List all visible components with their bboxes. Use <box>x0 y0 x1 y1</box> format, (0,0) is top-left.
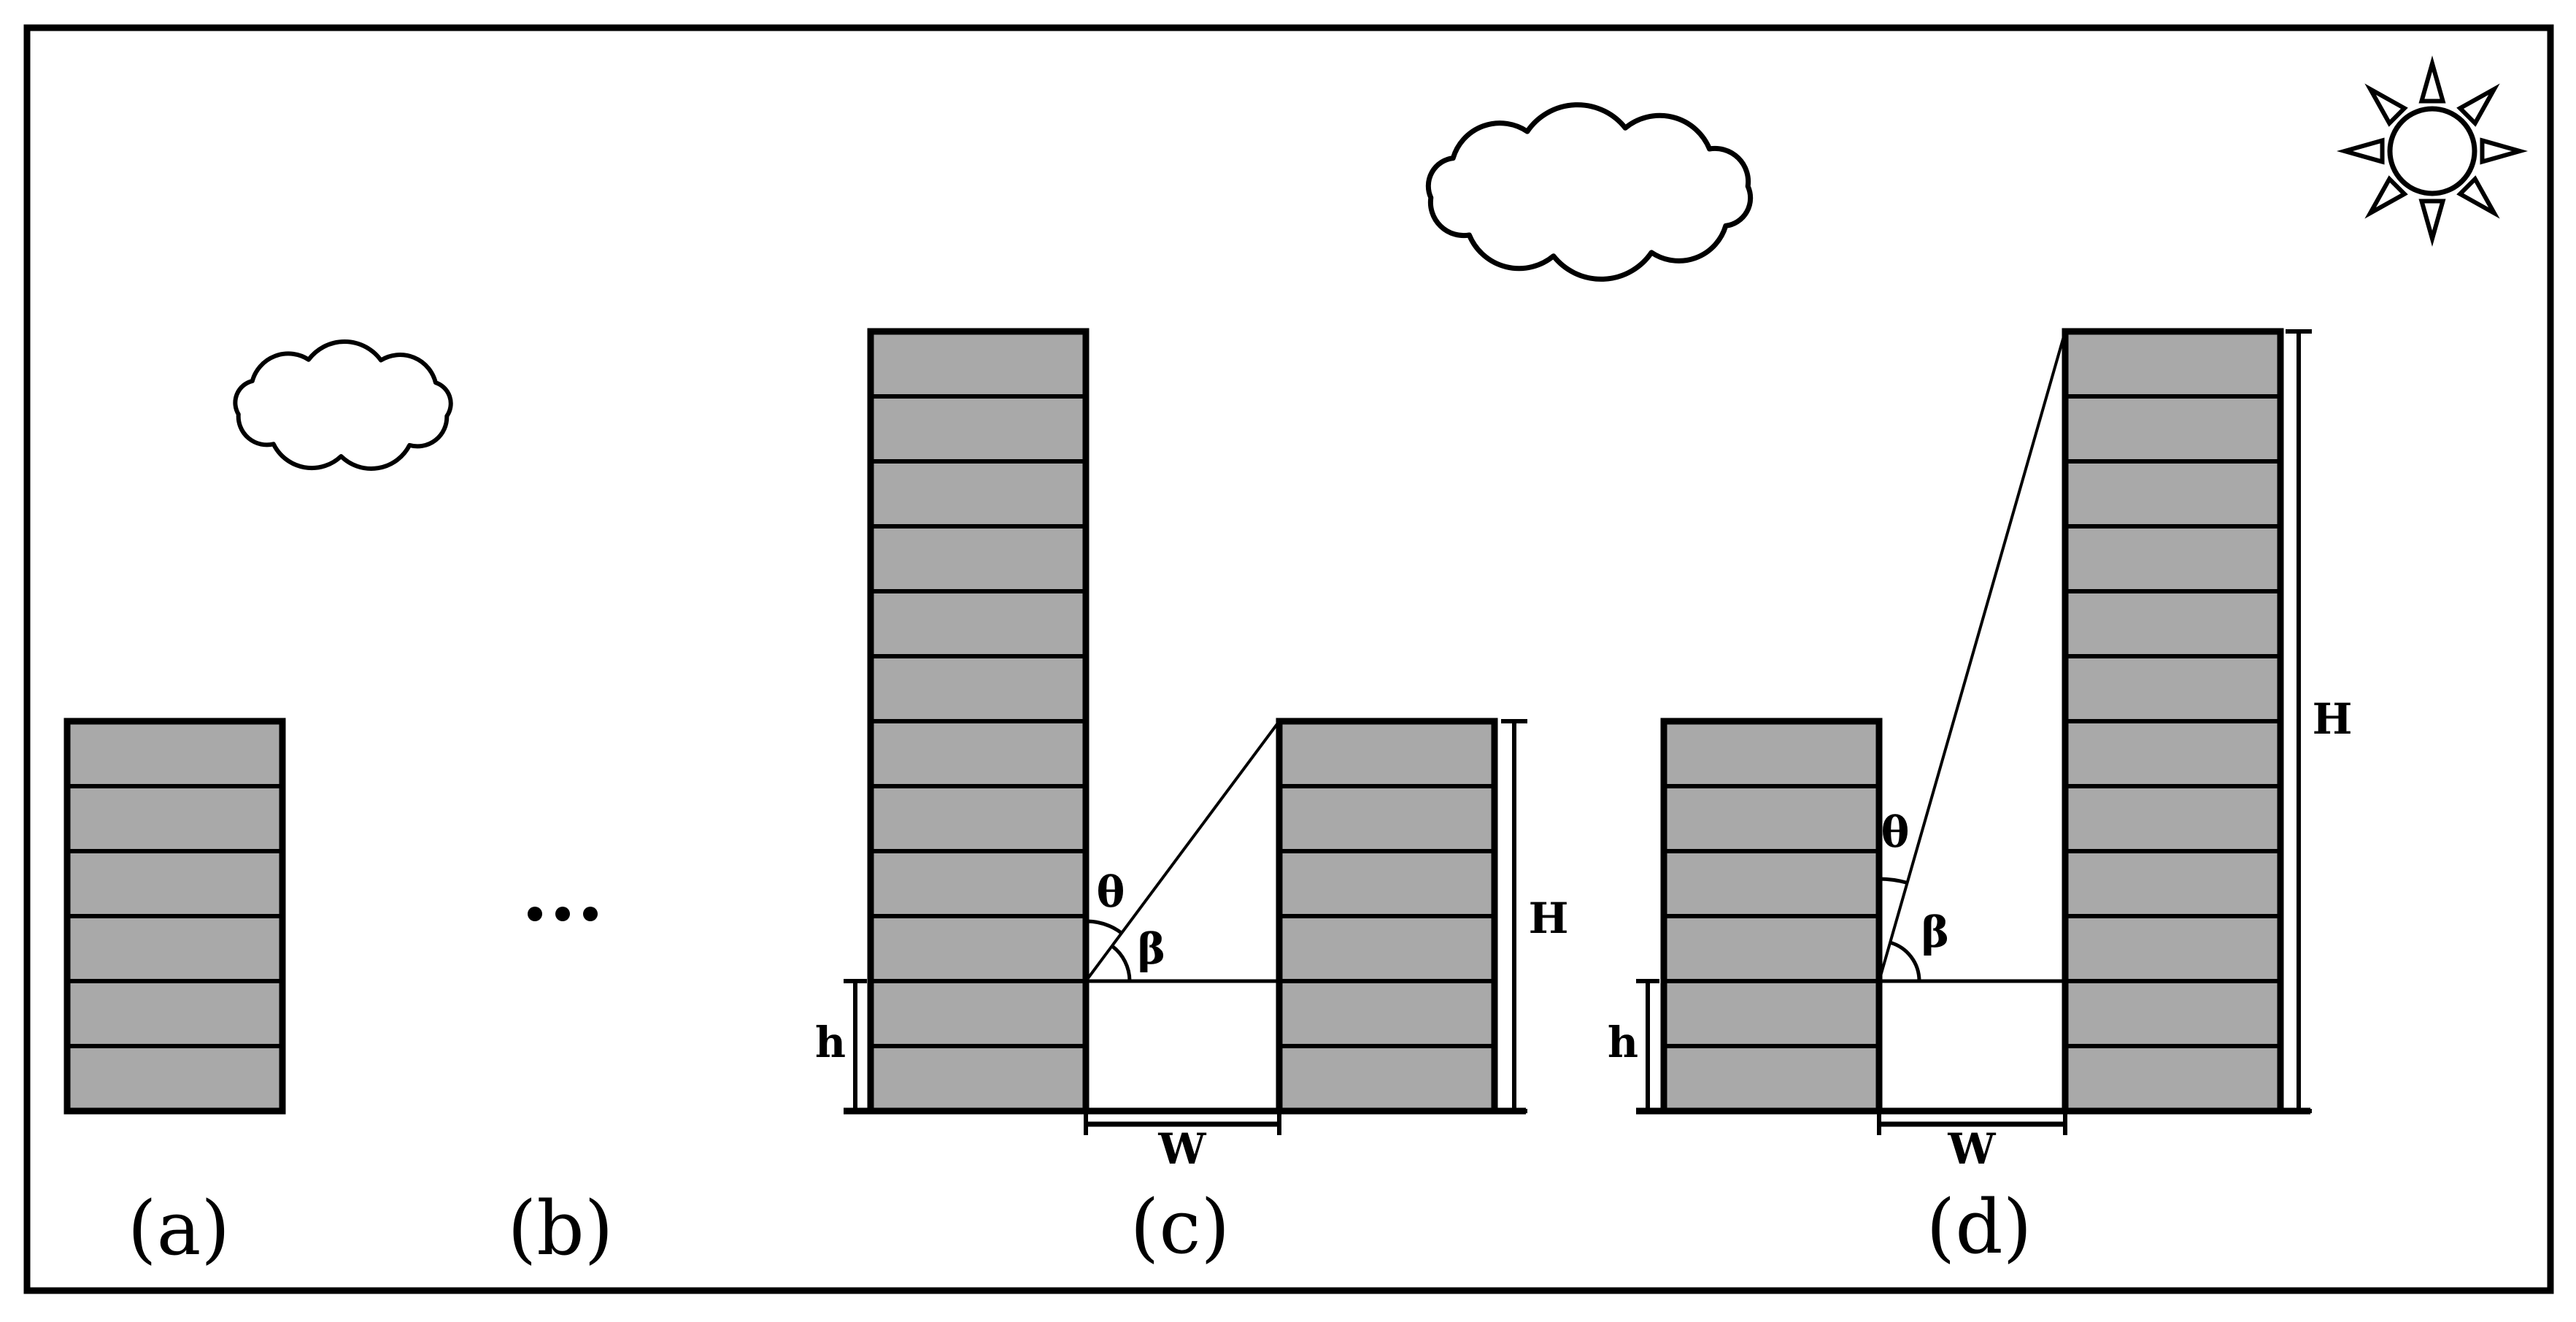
building-c-right <box>1276 718 1498 1115</box>
beta-label-c: β <box>1137 924 1166 974</box>
sun-ray <box>2480 137 2529 165</box>
theta-label-c: θ <box>1096 867 1125 917</box>
ellipsis-dots <box>528 907 598 921</box>
beta-label-d: β <box>1921 907 1950 957</box>
sun-ray <box>2336 137 2385 165</box>
panel-label-d: (d) <box>1926 1184 2032 1271</box>
figure-border <box>23 24 2554 1294</box>
h-label-c: h <box>814 1018 847 1067</box>
H-label-c: H <box>1528 893 1569 943</box>
building-a <box>63 718 286 1115</box>
cloud-icon-small <box>233 339 453 471</box>
line-of-sight <box>1084 720 1281 983</box>
sun-ray <box>2364 175 2408 219</box>
beta-arc <box>1889 940 1921 982</box>
h-bracket-d <box>1636 979 1659 1113</box>
sightline-d <box>1878 331 2067 983</box>
W-label-c: W <box>1158 1124 1206 1174</box>
sun-disc <box>2387 106 2477 196</box>
sun-ray <box>2456 83 2500 127</box>
sun-icon <box>2336 55 2529 247</box>
panel-label-b: (b) <box>507 1185 614 1272</box>
building-c-left <box>867 328 1090 1115</box>
building-d-right <box>2062 328 2284 1115</box>
sightline-c <box>1084 720 1281 983</box>
panel-label-a: (a) <box>127 1185 231 1272</box>
panel-label-c: (c) <box>1130 1184 1230 1271</box>
sun-ray <box>2364 83 2408 127</box>
theta-arc <box>1085 919 1123 935</box>
ellipsis-dot <box>583 907 598 921</box>
theta-arc <box>1878 877 1908 885</box>
beta-arc <box>1111 944 1132 982</box>
sun-ray <box>2456 175 2500 219</box>
h-bracket-c <box>844 979 867 1113</box>
W-label-d: W <box>1948 1124 1996 1174</box>
h-label-d: h <box>1607 1018 1639 1067</box>
H-label-d: H <box>2312 694 2353 744</box>
cloud-icon-large <box>1425 102 1754 282</box>
sun-ray <box>2418 55 2446 104</box>
H-bracket-d <box>2286 329 2312 1113</box>
sun-ray <box>2418 199 2446 247</box>
line-of-sight <box>1878 331 2067 982</box>
building-d-left <box>1660 718 1883 1115</box>
theta-label-d: θ <box>1881 807 1910 857</box>
W-bracket-c <box>1084 1113 1281 1135</box>
W-bracket-d <box>1877 1113 2067 1135</box>
H-bracket-c <box>1501 719 1527 1113</box>
ellipsis-dot <box>528 907 542 921</box>
ellipsis-dot <box>555 907 570 921</box>
